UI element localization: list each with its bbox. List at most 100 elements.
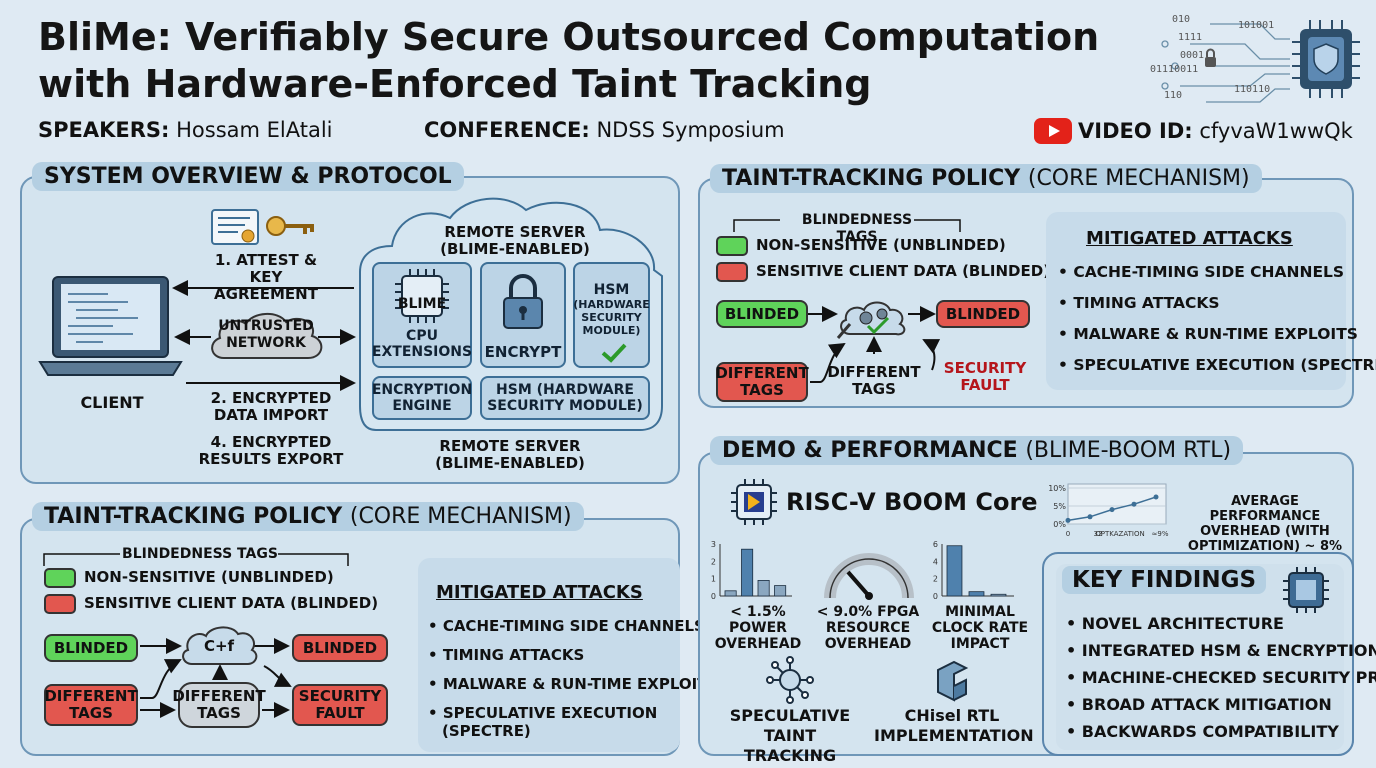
- title-line-1: BliMe: Verifiably Secure Outsourced Comp…: [38, 15, 1100, 59]
- risc-v-chip-icon: [731, 479, 777, 525]
- findings-list: • NOVEL ARCHITECTURE • INTEGRATED HSM & …: [1066, 610, 1376, 745]
- circuit-art: 010 1111 0001 01110011 110 101001 110110: [1150, 14, 1365, 106]
- finding-item: • BACKWARDS COMPATIBILITY: [1066, 722, 1339, 741]
- spec-label: SPECULATIVE TAINT TRACKING: [729, 706, 851, 765]
- title-line-2: with Hardware-Enforced Taint Tracking: [38, 62, 872, 106]
- red-tag-swatch-2: [44, 594, 76, 614]
- bits-2: 1111: [1178, 32, 1203, 43]
- attacks-list-top: • CACHE-TIMING SIDE CHANNELS • TIMING AT…: [1058, 257, 1376, 381]
- y-tick-label: 2: [933, 575, 938, 584]
- y-tick-label: 2: [711, 557, 716, 566]
- demo-title: DEMO & PERFORMANCE (BLIME-BOOM RTL): [710, 436, 1244, 465]
- hsm-box: HSM (HARDWARE SECURITY MODULE): [573, 262, 650, 368]
- gauge-icon: [824, 553, 914, 600]
- data-point: [1131, 501, 1137, 507]
- finding-item: • NOVEL ARCHITECTURE: [1066, 614, 1284, 633]
- video-id: VIDEO ID: cfyvaW1wwQk: [1034, 118, 1353, 144]
- nonsensitive-label-2: NON-SENSITIVE (UNBLINDED): [84, 568, 334, 586]
- red-tag-swatch: [716, 262, 748, 282]
- conference: CONFERENCE: NDSS Symposium: [424, 118, 785, 142]
- youtube-icon: [1034, 118, 1072, 144]
- page-title: BliMe: Verifiably Secure Outsourced Comp…: [38, 14, 1148, 108]
- finding-item: • INTEGRATED HSM & ENCRYPTION: [1066, 641, 1376, 660]
- chisel-label: CHisel RTL IMPLEMENTATION: [874, 706, 1034, 745]
- policy-top-title: TAINT-TRACKING POLICY (CORE MECHANISM): [710, 164, 1262, 193]
- hsm-title: HSM: [593, 282, 630, 298]
- data-point: [1109, 507, 1115, 513]
- policy-bottom-title: TAINT-TRACKING POLICY (CORE MECHANISM): [32, 502, 584, 531]
- y-tick-label: 0: [711, 592, 716, 601]
- bits-6: 101001: [1238, 20, 1275, 31]
- fault-arrows: [810, 336, 941, 383]
- y-tick-label: 6: [933, 540, 938, 549]
- bits-4: 01110011: [1150, 64, 1199, 75]
- data-point: [1065, 517, 1071, 523]
- speakers-value: Hossam ElAtali: [176, 118, 333, 142]
- fpga-label: < 9.0% FPGA RESOURCE OVERHEAD: [816, 604, 920, 652]
- green-tag-swatch: [716, 236, 748, 256]
- y-tick-label: 5%: [1053, 502, 1066, 511]
- attack-item: • TIMING ATTACKS: [428, 646, 585, 664]
- protocol-arrows: [172, 280, 356, 391]
- x-tick-label: ≈9%: [1152, 530, 1169, 538]
- network-node-icon: [766, 656, 814, 704]
- y-tick-label: 4: [933, 557, 938, 566]
- cloud-network-icon: [211, 313, 323, 359]
- laptop-icon: [38, 276, 183, 376]
- different-tags-pill-2: DIFFERENT TAGS: [172, 682, 266, 728]
- bits-5: 110: [1164, 90, 1183, 101]
- data-point: [1087, 514, 1093, 520]
- y-tick-label: 0%: [1053, 520, 1066, 529]
- bar: [946, 545, 963, 597]
- attacks-box-bottom: MITIGATED ATTACKS • CACHE-TIMING SIDE CH…: [418, 558, 718, 752]
- findings-title: KEY FINDINGS: [1062, 566, 1267, 594]
- tags-bracket-bottom: [43, 553, 349, 566]
- bar: [757, 580, 770, 597]
- check-icon: [601, 343, 627, 363]
- step1-label: 1. ATTEST & KEY AGREEMENT: [214, 251, 318, 303]
- power-bar-chart: 3 2 1 0: [711, 540, 792, 601]
- blinded-in-pill-2: BLINDED: [44, 634, 138, 662]
- clock-label: MINIMAL CLOCK RATE IMPACT: [931, 604, 1029, 652]
- different-tags-in-pill-2: DIFFERENT TAGS: [44, 684, 138, 726]
- certificate-key-icon: [211, 209, 314, 245]
- attacks-box-top: MITIGATED ATTACKS • CACHE-TIMING SIDE CH…: [1046, 212, 1376, 390]
- y-tick-label: 10%: [1048, 484, 1066, 493]
- attack-item: • TIMING ATTACKS: [1058, 294, 1220, 312]
- step2-label: 2. ENCRYPTED DATA IMPORT: [210, 389, 332, 424]
- speakers: SPEAKERS: Hossam ElAtali: [38, 118, 333, 142]
- hsm-subtitle: (HARDWARE SECURITY MODULE): [573, 298, 650, 337]
- different-tags-label: DIFFERENT TAGS: [827, 363, 921, 398]
- policy-bottom-arrows: [140, 638, 292, 718]
- core-label: RISC-V BOOM Core: [786, 488, 1038, 516]
- clock-bar-chart: 6 4 2 0: [933, 540, 1014, 601]
- data-point: [1153, 494, 1159, 500]
- overview-title: SYSTEM OVERVIEW & PROTOCOL: [32, 162, 464, 191]
- y-tick-label: 3: [711, 540, 716, 549]
- y-tick-label: 1: [711, 575, 716, 584]
- bar: [774, 585, 787, 597]
- green-tag-swatch-2: [44, 568, 76, 588]
- attack-item: • CACHE-TIMING SIDE CHANNELS: [1058, 263, 1345, 281]
- cloud-label: C+f: [203, 637, 235, 655]
- perf-caption: AVERAGE PERFORMANCE OVERHEAD (WITH OPTIM…: [1187, 494, 1343, 554]
- circuit-lines: [1161, 20, 1360, 103]
- attacks-title-bottom: MITIGATED ATTACKS: [436, 582, 643, 603]
- attack-item: • SPECULATIVE EXECUTION (SPECTRE): [1058, 356, 1376, 374]
- attack-item: • MALWARE & RUN-TIME EXPLOITS: [1058, 325, 1358, 343]
- server-bottom-label: REMOTE SERVER (BLIME-ENABLED): [435, 437, 585, 472]
- tags-label-bottom: BLINDEDNESS TAGS: [122, 546, 278, 562]
- bar: [968, 591, 985, 597]
- findings-chip-icon: [1283, 567, 1329, 613]
- attack-item: • SPECULATIVE EXECUTION (SPECTRE): [428, 704, 658, 740]
- bar: [724, 590, 737, 597]
- x-tick-label: 0: [1066, 530, 1070, 538]
- finding-item: • BROAD ATTACK MITIGATION: [1066, 695, 1332, 714]
- client-label: CLIENT: [80, 393, 144, 412]
- attack-item: • CACHE-TIMING SIDE CHANNELS: [428, 617, 705, 635]
- tags-bracket-top: [733, 219, 961, 232]
- encryption-engine-box: ENCRYPTION ENGINE: [372, 376, 472, 420]
- tags-label-top: BLINDEDNESS TAGS: [801, 212, 913, 245]
- y-tick-label: 0: [933, 592, 938, 601]
- blinded-in-pill: BLINDED: [716, 300, 808, 328]
